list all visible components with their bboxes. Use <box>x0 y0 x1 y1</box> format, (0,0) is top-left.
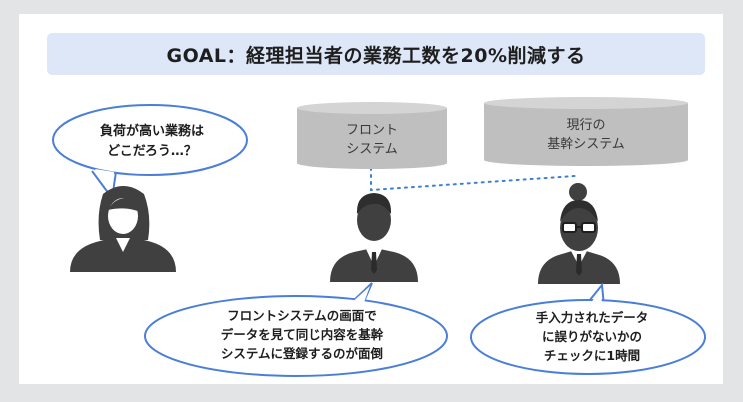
middle-bubble-line2: データを見て同じ内容を基幹 <box>221 327 384 342</box>
middle-speech-bubble: フロントシステムの画面で データを見て同じ内容を基幹 システムに登録するのが面倒 <box>144 282 448 377</box>
core-system-cylinder: 現行の 基幹システム <box>484 97 688 166</box>
left-speech-bubble: 負荷が高い業務は どこだろう…？ <box>52 104 248 201</box>
left-bubble-line2: どこだろう…？ <box>107 144 197 159</box>
front-system-cylinder: フロント システム <box>297 102 447 169</box>
core-system-label-line2: 基幹システム <box>547 136 625 152</box>
front-system-label-line1: フロント <box>346 123 398 138</box>
middle-bubble-line3: システムに登録するのが面倒 <box>221 346 383 361</box>
man-person-icon <box>330 193 418 282</box>
goal-banner: GOAL：経理担当者の業務工数を20%削減する <box>47 33 705 75</box>
middle-bubble-line1: フロントシステムの画面で <box>227 308 377 323</box>
core-system-label-line1: 現行の <box>566 118 605 133</box>
system-connector-dotted-line <box>370 167 576 192</box>
goal-text: GOAL：経理担当者の業務工数を20%削減する <box>166 44 586 67</box>
right-bubble-line1: 手入力されたデータ <box>536 310 649 325</box>
woman-glasses-person-icon <box>538 183 620 284</box>
left-bubble-line1: 負荷が高い業務は <box>100 123 204 139</box>
right-speech-bubble: 手入力されたデータ に誤りがないかの チェックに1時間 <box>470 282 706 375</box>
right-bubble-line3: チェックに1時間 <box>544 348 640 363</box>
front-system-label-line2: システム <box>346 142 398 157</box>
woman-person-icon <box>70 186 176 272</box>
right-bubble-line2: に誤りがないかの <box>542 329 642 344</box>
